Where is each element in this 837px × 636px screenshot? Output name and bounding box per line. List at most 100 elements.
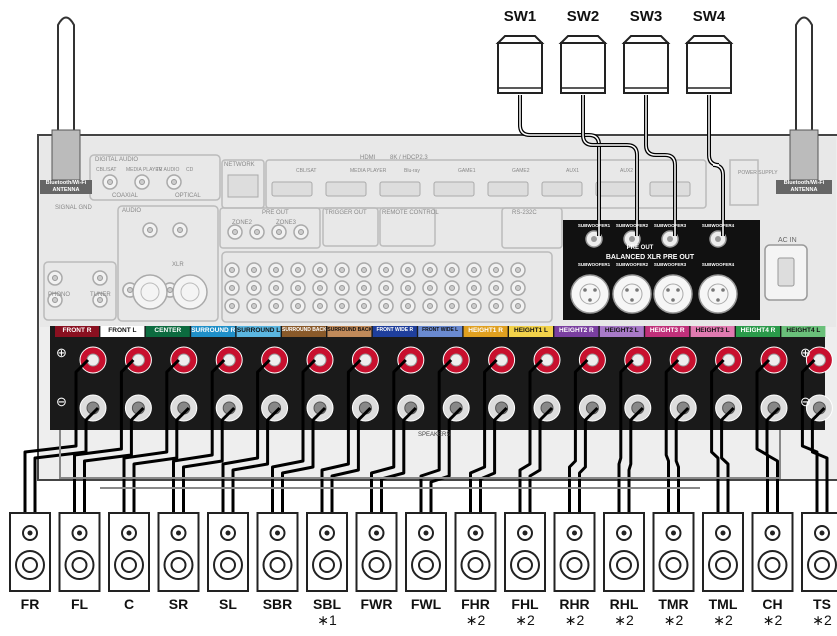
- rca-jack-pin: [516, 286, 521, 291]
- balanced-xlr-pin: [583, 288, 587, 292]
- subwoofer-label: SW1: [494, 8, 546, 25]
- speaker-tweeter-dome: [721, 531, 726, 536]
- speaker-label: SBL: [303, 596, 351, 612]
- speaker-woofer-cone: [667, 558, 681, 572]
- speaker-note: ∗2: [501, 612, 549, 629]
- balanced-xlr-pin: [635, 288, 639, 292]
- rca-jack-pin: [98, 276, 103, 281]
- speaker-note: ∗2: [452, 612, 500, 629]
- subwoofer-jack-label: SUBWOOFER3: [652, 223, 688, 229]
- ac-in-label: AC IN: [778, 237, 797, 244]
- rca-jack-pin: [230, 304, 235, 309]
- xlr-jack: [173, 275, 207, 309]
- rca-jack-pin: [148, 228, 153, 233]
- speaker-tweeter-dome: [424, 531, 429, 536]
- optical-label: OPTICAL: [175, 193, 201, 199]
- speaker-label: SR: [155, 596, 203, 612]
- subwoofer-jack-label: SUBWOOFER1: [576, 223, 612, 229]
- rca-jack-pin: [255, 230, 260, 235]
- channel-label: FRONT WIDE R: [373, 325, 417, 336]
- rca-jack-pin: [318, 268, 323, 273]
- rca-jack-pin: [340, 286, 345, 291]
- terminal-positive-post: [405, 354, 417, 366]
- rca-jack-pin: [406, 286, 411, 291]
- terminal-positive-post: [632, 354, 644, 366]
- balanced-xlr-pin: [666, 288, 670, 292]
- channel-label: HEIGHT3 R: [645, 325, 689, 336]
- rca-jack-pin: [428, 286, 433, 291]
- rca-jack-pin: [277, 230, 282, 235]
- hdmi-input-label: GAME1: [458, 168, 476, 174]
- rca-jack-pin: [362, 286, 367, 291]
- terminal-positive-post: [178, 354, 190, 366]
- balanced-xlr-pin: [625, 288, 629, 292]
- balanced-xlr-jack: [571, 275, 609, 313]
- rca-jack-pin: [128, 288, 133, 293]
- channel-label: FRONT L: [100, 325, 144, 336]
- balanced-xlr-pin: [721, 288, 725, 292]
- rca-jack-pin: [230, 286, 235, 291]
- speaker-tweeter-dome: [28, 531, 33, 536]
- audio-label: AUDIO: [122, 208, 141, 214]
- speaker-label: FWR: [353, 596, 401, 612]
- balanced-xlr-pin: [588, 298, 592, 302]
- speaker-tweeter-dome: [325, 531, 330, 536]
- coaxial-label: COAXIAL: [112, 193, 138, 199]
- hdmi-input-label: AUX1: [566, 168, 579, 174]
- rca-jack-pin: [384, 304, 389, 309]
- rca-jack-pin: [384, 268, 389, 273]
- speaker-note: ∗2: [551, 612, 599, 629]
- antenna-base-left: [52, 130, 80, 180]
- speaker-tweeter-dome: [374, 531, 379, 536]
- rca-jack-pin: [299, 230, 304, 235]
- channel-label: SURROUND L: [237, 325, 281, 336]
- xlr-label: XLR: [172, 262, 184, 268]
- channel-label: HEIGHT2 R: [554, 325, 598, 336]
- rca-jack-pin: [472, 286, 477, 291]
- digital-input-label: CBL/SAT: [96, 167, 116, 173]
- remote-control-label: REMOTE CONTROL: [382, 210, 439, 216]
- speaker-label: CH: [749, 596, 797, 612]
- hdmi-port: [326, 182, 366, 196]
- rca-jack-pin: [318, 286, 323, 291]
- rca-jack-pin: [516, 268, 521, 273]
- speaker-woofer-cone: [518, 558, 532, 572]
- rca-jack-pin: [252, 286, 257, 291]
- speaker-woofer-cone: [370, 558, 384, 572]
- channel-label: CENTER: [146, 325, 190, 336]
- antenna-left-label: Bluetooth/Wi-Fi ANTENNA: [40, 180, 92, 194]
- rca-jack-pin: [428, 268, 433, 273]
- rca-jack-pin: [296, 304, 301, 309]
- digital-input-label: CD: [186, 167, 193, 173]
- digital-input-label: TV AUDIO: [156, 167, 179, 173]
- speaker-woofer-cone: [469, 558, 483, 572]
- hdmi-port: [434, 182, 474, 196]
- terminal-positive-post: [586, 354, 598, 366]
- speaker-label: SL: [204, 596, 252, 612]
- terminal-minus-mark: ⊖: [56, 394, 67, 410]
- speaker-tweeter-dome: [275, 531, 280, 536]
- hdmi-port: [380, 182, 420, 196]
- hdmi-label: HDMI: [360, 155, 375, 161]
- rca-jack-pin: [516, 304, 521, 309]
- balanced-xlr-pin: [676, 288, 680, 292]
- rca-jack-pin: [140, 180, 145, 185]
- rca-jack-pin: [108, 180, 113, 185]
- pre-out-zone-label: PRE OUT: [262, 210, 289, 216]
- terminal-positive-post: [132, 354, 144, 366]
- hdmi-port: [542, 182, 582, 196]
- rca-jack-pin: [274, 268, 279, 273]
- speaker-label: FL: [56, 596, 104, 612]
- balanced-jack-label: SUBWOOFER4: [700, 262, 736, 268]
- speaker-note: ∗2: [798, 612, 837, 629]
- rca-jack-pin: [340, 304, 345, 309]
- channel-label: HEIGHT1 L: [509, 325, 553, 336]
- speaker-woofer-cone: [766, 558, 780, 572]
- rca-jack-pin: [233, 230, 238, 235]
- subwoofer-jack-pin: [667, 236, 673, 242]
- balanced-xlr-pin: [711, 288, 715, 292]
- rca-jack-pin: [252, 268, 257, 273]
- speaker-woofer-cone: [815, 558, 829, 572]
- speaker-woofer-cone: [568, 558, 582, 572]
- terminal-minus-mark-right: ⊖: [800, 394, 811, 410]
